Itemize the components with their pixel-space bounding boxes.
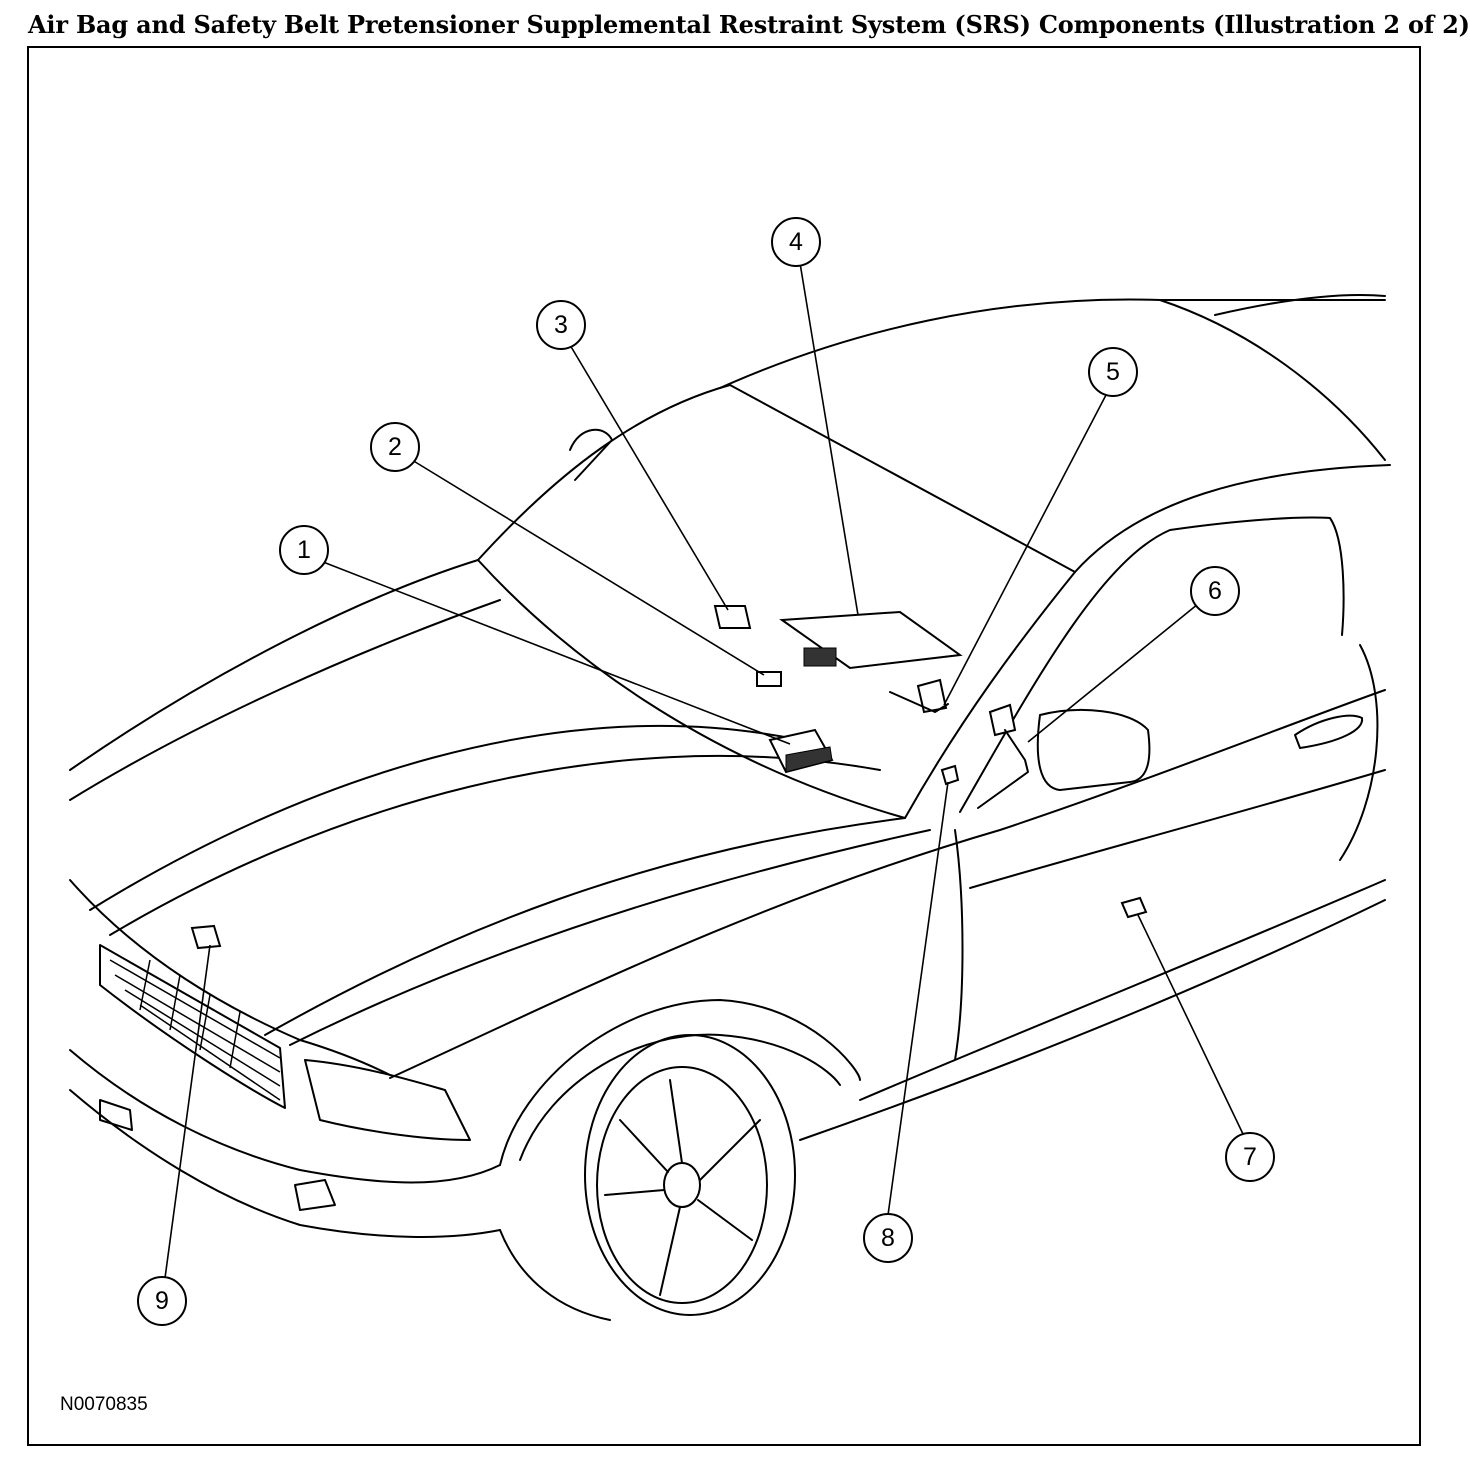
component-9 (190, 924, 222, 950)
wheel-hub (663, 1162, 701, 1208)
fender-top (389, 689, 1386, 1079)
hood-front (69, 879, 391, 1076)
tire (584, 1034, 796, 1316)
component-3 (713, 605, 752, 629)
component-2 (756, 671, 782, 687)
leader-line-1 (317, 559, 791, 745)
hood-right-edge (264, 817, 906, 1036)
component-5 (889, 678, 949, 714)
callout-4: 4 (771, 217, 821, 267)
hood-left-edge (69, 559, 479, 771)
lower-bumper (69, 1089, 501, 1238)
svg-text:4: 4 (789, 228, 803, 256)
svg-text:2: 2 (388, 433, 402, 461)
callout-2: 2 (370, 422, 420, 472)
leader-line-8 (887, 781, 949, 1216)
figure-id: N0070835 (60, 1394, 148, 1415)
rocker-panel (859, 879, 1386, 1101)
component-1 (768, 728, 834, 774)
door-handle (1294, 714, 1364, 749)
hood-stripe-2 (109, 755, 881, 936)
svg-text:6: 6 (1208, 577, 1222, 605)
component-8 (940, 764, 960, 786)
grille-mesh (109, 959, 281, 1101)
a-pillar (729, 384, 1076, 573)
callout-1: 1 (279, 525, 329, 575)
grille-outline (99, 944, 286, 1109)
svg-text:7: 7 (1243, 1143, 1257, 1171)
wheel-arch (499, 999, 861, 1166)
component-4 (779, 610, 963, 670)
leader-line-7 (1137, 914, 1244, 1135)
roof-rear (1159, 299, 1386, 461)
front-bumper (69, 1049, 501, 1184)
leader-line-9 (164, 944, 211, 1279)
svg-text:8: 8 (881, 1224, 895, 1252)
svg-text:1: 1 (297, 536, 311, 564)
door-front-edge (954, 829, 964, 1061)
callout-9: 9 (137, 1276, 187, 1326)
leader-line-3 (569, 344, 729, 611)
side-mirror (1036, 709, 1151, 791)
rocker-panel-lower (799, 899, 1386, 1141)
svg-text:5: 5 (1106, 358, 1120, 386)
roof-outline (719, 298, 1386, 389)
bumper-air-intake (99, 1099, 133, 1131)
callout-5: 5 (1088, 347, 1138, 397)
windshield-top (477, 384, 731, 561)
door-frame (959, 516, 1345, 813)
a-pillar-front (904, 571, 1076, 819)
side-window (1074, 464, 1391, 573)
shoulder-line (969, 769, 1386, 889)
callout-8: 8 (863, 1213, 913, 1263)
door-rear-edge (1339, 644, 1379, 861)
callout-6: 6 (1190, 566, 1240, 616)
svg-text:3: 3 (554, 311, 568, 339)
leader-line-5 (943, 394, 1107, 706)
diagram-frame (27, 46, 1421, 1446)
leader-line-6 (1027, 603, 1199, 743)
svg-text:9: 9 (155, 1287, 169, 1315)
hood-crease (289, 829, 931, 1046)
fog-lamp (294, 1179, 336, 1211)
leader-line-2 (411, 459, 765, 676)
mirror-left (569, 428, 613, 481)
roof-stripe (1214, 294, 1386, 316)
headlight (304, 1059, 471, 1141)
windshield-left (477, 559, 906, 819)
diagram-title: Air Bag and Safety Belt Pretensioner Sup… (28, 10, 1470, 39)
component-6 (977, 703, 1029, 809)
body-front-under (499, 1229, 611, 1321)
hood-edge-2 (69, 599, 501, 801)
callout-7: 7 (1225, 1132, 1275, 1182)
hood-stripe-1 (89, 725, 801, 911)
wheel-rim (596, 1066, 768, 1304)
component-7 (1120, 896, 1148, 919)
leader-line-4 (799, 262, 859, 616)
callout-3: 3 (536, 300, 586, 350)
wheel-spokes (604, 1079, 761, 1296)
